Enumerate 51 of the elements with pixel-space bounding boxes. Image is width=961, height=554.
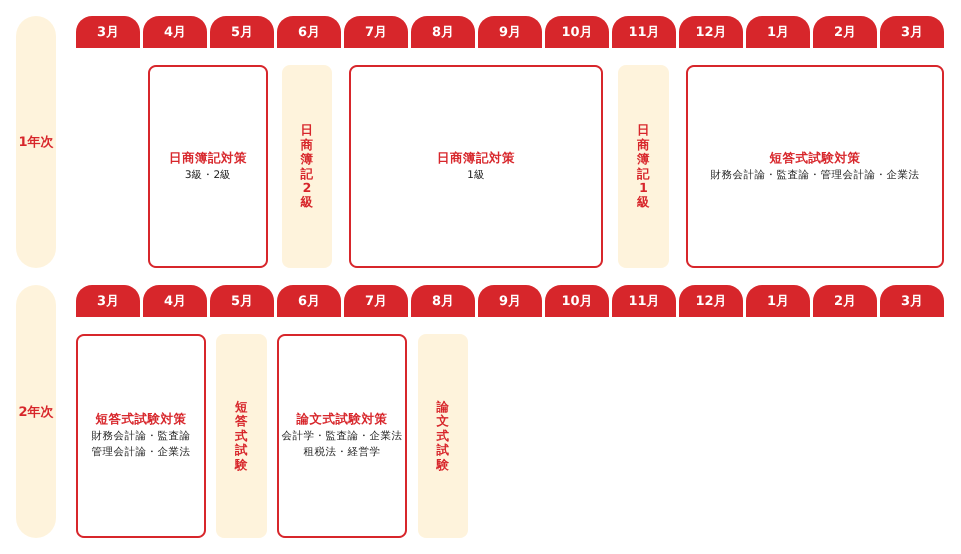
month-tab: 1月 <box>746 285 810 317</box>
exam-date-pill <box>216 334 267 538</box>
subject-list: 会計学・監査論・企業法租税法・経営学 <box>280 428 404 461</box>
exam-date-pill <box>418 334 468 538</box>
course-title: 短答式試験対策 <box>96 411 186 428</box>
month-tab: 11月 <box>612 285 676 317</box>
month-tab: 12月 <box>679 16 743 48</box>
course-card <box>686 65 944 268</box>
month-tab: 7月 <box>344 285 408 317</box>
month-tab: 12月 <box>679 285 743 317</box>
month-tab: 3月 <box>880 285 944 317</box>
month-tab: 6月 <box>277 16 341 48</box>
exam-date-pill <box>618 65 669 268</box>
course-title: 論文式試験対策 <box>296 411 388 428</box>
month-tab: 3月 <box>76 16 140 48</box>
month-tab: 2月 <box>813 16 877 48</box>
course-card <box>349 65 603 268</box>
year-label-band: 2年次 <box>16 285 56 538</box>
month-tab: 8月 <box>411 16 475 48</box>
exam-name: 日商簿記2級 <box>300 123 314 210</box>
month-tab: 5月 <box>210 285 274 317</box>
month-tab: 3月 <box>76 285 140 317</box>
month-tab: 4月 <box>143 285 207 317</box>
month-tab: 1月 <box>746 16 810 48</box>
month-tab: 9月 <box>478 285 542 317</box>
month-tab: 5月 <box>210 16 274 48</box>
course-card <box>277 334 407 538</box>
month-tab: 6月 <box>277 285 341 317</box>
exam-name: 日商簿記1級 <box>636 123 650 210</box>
exam-name: 論文式試験 <box>436 400 450 472</box>
month-tab: 11月 <box>612 16 676 48</box>
month-tab: 4月 <box>143 16 207 48</box>
month-tab: 10月 <box>545 16 609 48</box>
exam-date-pill <box>282 65 332 268</box>
course-title: 日商簿記対策 <box>169 150 247 167</box>
course-card <box>76 334 206 538</box>
month-tab: 3月 <box>880 16 944 48</box>
month-tab: 2月 <box>813 285 877 317</box>
course-title: 短答式試験対策 <box>770 150 860 167</box>
subject-list: 1級 <box>467 166 485 184</box>
month-tab: 10月 <box>545 285 609 317</box>
year-label-band: 1年次 <box>16 16 56 268</box>
subject-list: 3級・2級 <box>184 166 232 184</box>
subject-list: 財務会計論・監査論・管理会計論・企業法 <box>710 166 920 184</box>
subject-list: 財務会計論・監査論管理会計論・企業法 <box>90 428 192 461</box>
month-tab: 8月 <box>411 285 475 317</box>
month-tab: 7月 <box>344 16 408 48</box>
course-title: 日商簿記対策 <box>437 150 515 167</box>
month-tab: 9月 <box>478 16 542 48</box>
exam-name: 短答式試験 <box>234 400 248 472</box>
course-card <box>148 65 268 268</box>
